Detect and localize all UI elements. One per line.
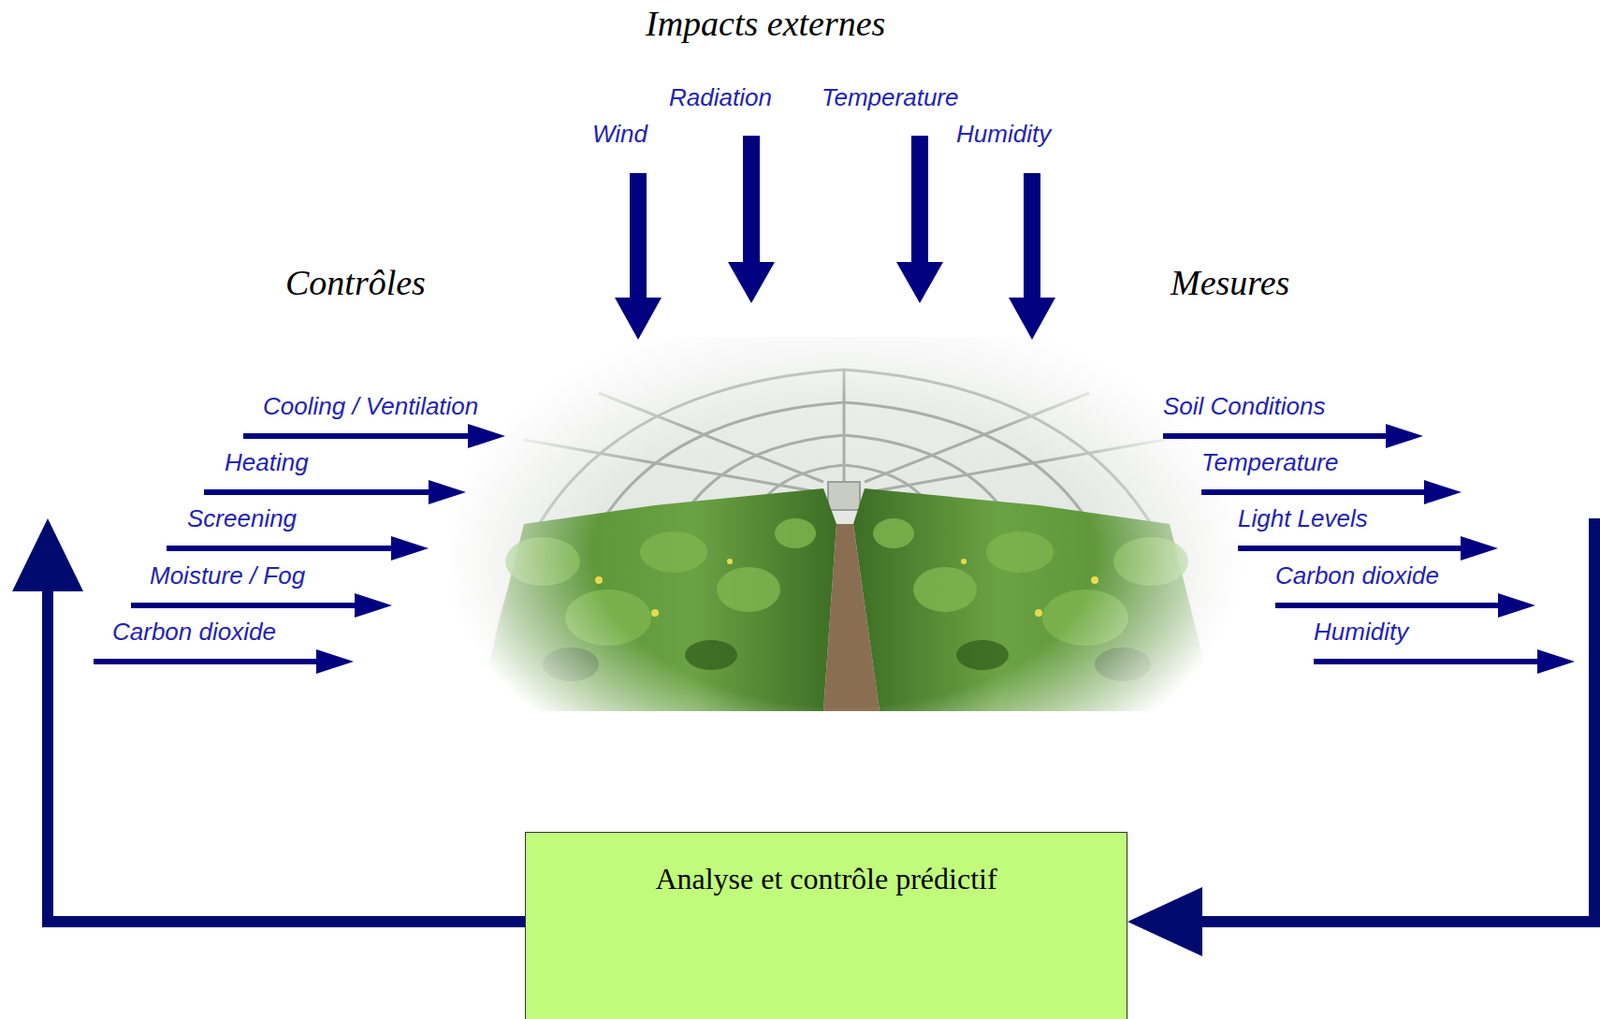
group-heading: Contrôles [285, 262, 426, 305]
feedback-loop [12, 518, 1595, 957]
impact-label: Radiation [669, 84, 772, 112]
impact-arrows [614, 135, 1056, 340]
control-label: Moisture / Fog [149, 562, 306, 590]
measure-label: Soil Conditions [1163, 392, 1325, 421]
analysis-box: Analyse et contrôle prédictif [524, 831, 1128, 1019]
box-text: Analyse et contrôle prédictif [525, 832, 1127, 897]
diagram-title: Impacts externes [645, 3, 886, 45]
group-heading: Mesures [1170, 262, 1290, 305]
control-label: Screening [187, 505, 297, 533]
greenhouse-picture [449, 336, 1245, 712]
impact-label: Wind [592, 120, 648, 148]
measure-label: Carbon dioxide [1275, 562, 1440, 590]
control-label: Heating [224, 449, 309, 477]
control-label: Carbon dioxide [112, 618, 277, 646]
measure-label: Humidity [1313, 618, 1409, 646]
control-arrows [93, 423, 506, 674]
measure-label: Temperature [1201, 449, 1339, 477]
measure-arrows [1163, 423, 1575, 674]
control-label: Cooling / Ventilation [262, 392, 479, 421]
measure-label: Light Levels [1237, 505, 1368, 533]
impact-label: Temperature [821, 84, 959, 112]
impact-label: Humidity [956, 120, 1051, 148]
